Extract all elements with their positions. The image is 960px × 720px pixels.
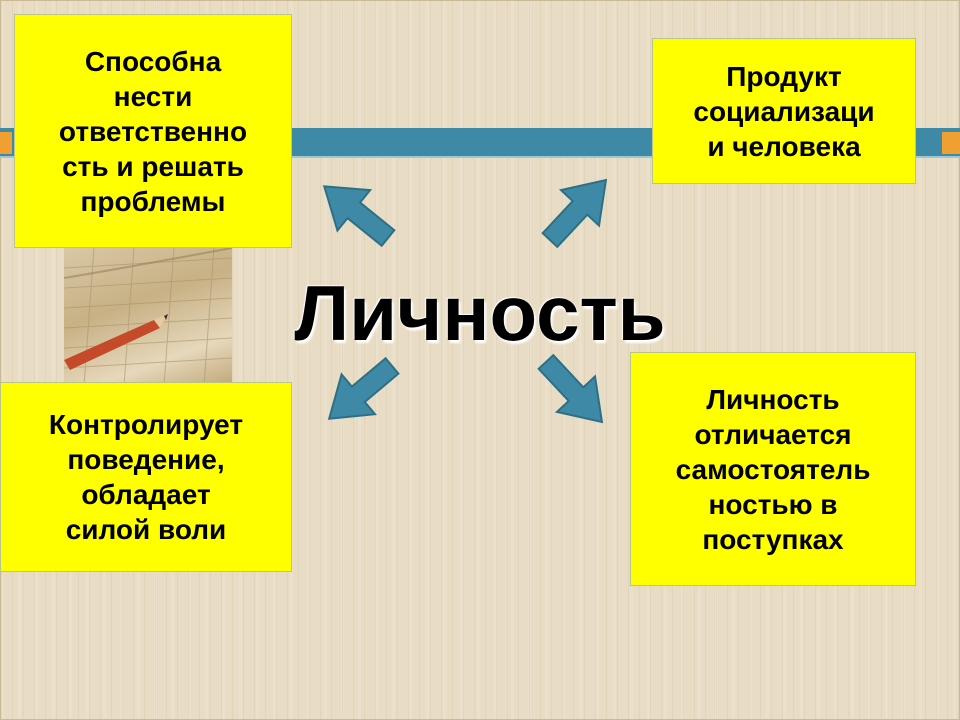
box-top-left-text: Способна нести ответственно сть и решать…	[58, 45, 248, 217]
arrow-up-left-icon	[322, 185, 396, 248]
arrow-down-right-icon	[537, 353, 604, 424]
arrow-down-left-icon	[327, 356, 400, 420]
box-top-right: Продукт социализаци и человека	[652, 38, 916, 184]
band-left-accent	[0, 132, 12, 154]
band-right-accent	[942, 132, 960, 154]
pencil-paper-image	[64, 248, 232, 386]
box-bottom-left: Контролирует поведение, обладает силой в…	[0, 382, 292, 572]
header-band-highlight	[0, 156, 960, 158]
box-bottom-left-text: Контролирует поведение, обладает силой в…	[48, 409, 244, 545]
box-top-right-text: Продукт социализаци и человека	[693, 60, 875, 162]
box-bottom-right-text: Личность отличается самостоятель ностью …	[675, 383, 871, 555]
box-bottom-right: Личность отличается самостоятель ностью …	[630, 352, 916, 586]
center-title: Личность	[294, 269, 666, 357]
box-top-left: Способна нести ответственно сть и решать…	[14, 14, 292, 248]
arrow-up-right-icon	[541, 178, 608, 249]
